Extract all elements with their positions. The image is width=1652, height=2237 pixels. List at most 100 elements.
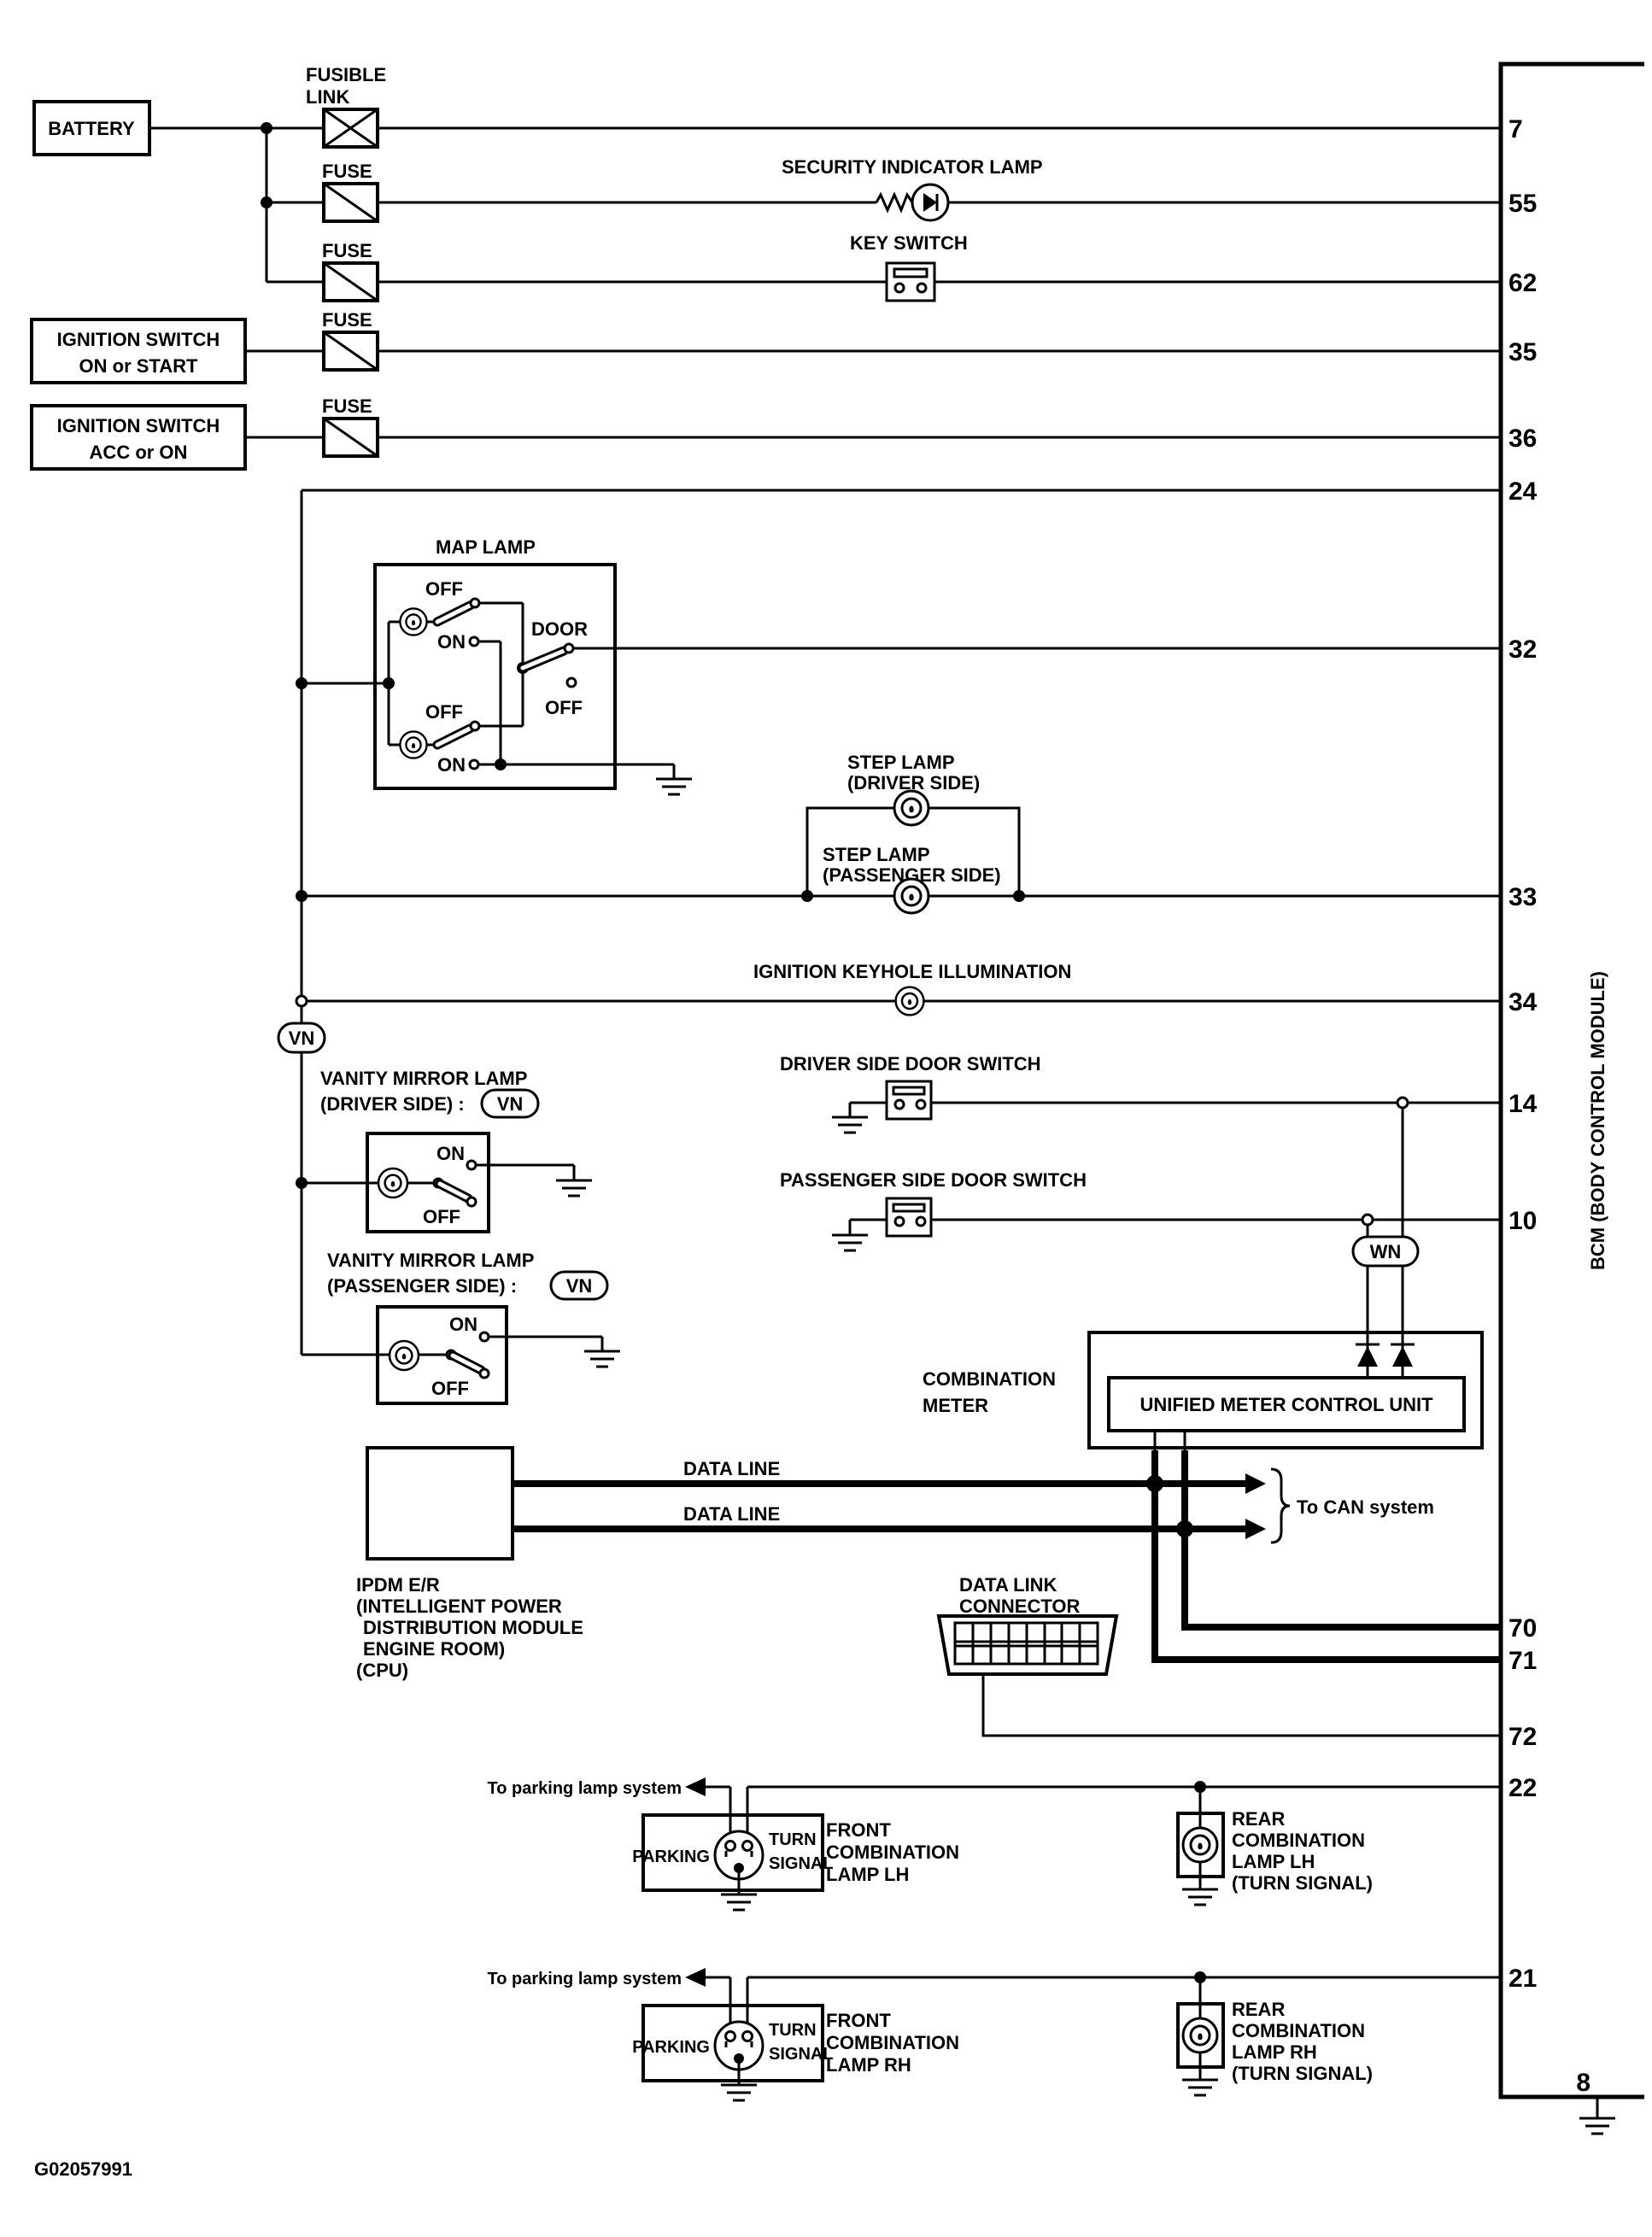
turn-signal-label-1: TURN [769,2021,817,2040]
ignition-acc-on-label-1: IGNITION SWITCH [57,415,220,436]
bulb-icon [894,986,925,1016]
dlc-label-2: CONNECTOR [959,1596,1080,1617]
ipdm-er: IPDM E/R (INTELLIGENT POWER DISTRIBUTION… [356,1446,583,1681]
bcm-pin-72: 72 [1508,1723,1537,1751]
diode-icon [1391,1343,1415,1378]
bcm-outline [1498,61,1644,2099]
map-door-label: DOOR [531,618,588,640]
power-feeds: BATTERY FUSIBLE LINK FUSE FUSE FUSE FUSE… [30,64,1501,471]
map-sw1-off-label: OFF [425,578,463,600]
brace-icon [1270,1467,1291,1544]
battery-label: BATTERY [48,118,135,139]
vanity-passenger-label-2: (PASSENGER SIDE) : [327,1275,517,1297]
ground-icon [1180,2078,1220,2097]
bcm-pin-10: 10 [1508,1207,1537,1235]
map-sw1-on-label: ON [437,631,466,653]
rear-rh-label-3: LAMP RH [1232,2041,1317,2063]
bcm-pin-34: 34 [1508,988,1538,1016]
diode-icon [1356,1343,1380,1378]
arrow-left-icon [685,1777,706,1796]
ignition-on-start-label-1: IGNITION SWITCH [57,329,220,350]
ground-icon [719,2083,759,2102]
rear-lh-label-2: COMBINATION [1232,1830,1365,1851]
fuse-icon [322,331,379,372]
bcm-pin-32: 32 [1508,635,1537,664]
key-switch-label: KEY SWITCH [850,232,968,254]
bcm-pin-22: 22 [1508,1774,1537,1802]
bcm-pin-36: 36 [1508,425,1537,453]
security-indicator-label: SECURITY INDICATOR LAMP [782,156,1043,178]
rear-rh-label-2: COMBINATION [1232,2020,1365,2041]
ignition-acc-on-label-2: ACC or ON [90,442,188,463]
rear-rh-label-4: (TURN SIGNAL) [1232,2063,1373,2084]
fuse-label: FUSE [322,309,372,331]
driver-door-switch: DRIVER SIDE DOOR SWITCH [780,1053,1501,1134]
data-line-label: DATA LINE [683,1458,780,1479]
ipdm-label-2: (INTELLIGENT POWER [356,1596,562,1617]
front-lh-label-2: COMBINATION [826,1842,959,1863]
rear-combination-lamp-lh: REAR COMBINATION LAMP LH (TURN SIGNAL) [1176,1781,1373,1906]
combination-meter-label-2: METER [923,1395,988,1416]
vanity-driver-label-2: (DRIVER SIDE) : [320,1093,465,1115]
vn-connector-tag: VN [277,1022,326,1054]
front-lh-label-3: LAMP LH [826,1864,909,1885]
arrow-right-icon [1245,1519,1266,1539]
front-combination-lamp-lh: To parking lamp system PARKING TURN SIGN… [488,1777,1501,1912]
bulb-icon [377,1167,409,1199]
door-switch-icon [885,1197,933,1238]
map-lamp: MAP LAMP OFF ON OFF ON [296,536,1501,796]
bulb-icon [893,877,930,915]
fuse-icon [322,182,379,223]
front-rh-label-3: LAMP RH [826,2054,911,2076]
ipdm-label-3: DISTRIBUTION MODULE [363,1617,583,1638]
rear-lh-label-4: (TURN SIGNAL) [1232,1872,1373,1894]
fusible-link-label-2: LINK [306,86,349,108]
ground-icon [554,1179,594,1198]
can-line-to-pin70 [1181,1450,1501,1631]
front-rh-label-1: FRONT [826,2010,891,2031]
step-driver-label-1: STEP LAMP [847,752,955,773]
map-door-off-label: OFF [545,697,583,718]
ignition-acc-on-box [30,404,247,471]
arrow-left-icon [685,1968,706,1987]
vanity-on-label: ON [449,1314,477,1335]
to-parking-label: To parking lamp system [488,1970,682,1988]
parking-label: PARKING [632,2038,710,2057]
rear-rh-label-1: REAR [1232,1999,1285,2020]
map-lamp-label: MAP LAMP [436,536,536,558]
vanity-driver-box [366,1132,490,1233]
ground-icon [830,1116,870,1134]
ground-icon [830,1233,870,1252]
bulb-icon [1181,1826,1219,1864]
wn-connector-tag: WN [1351,1235,1420,1268]
turn-signal-label-2: SIGNAL [769,2045,834,2064]
bulb-icon [399,730,428,759]
dual-filament-bulb-icon [713,2020,764,2071]
vanity-passenger-box [376,1305,508,1405]
front-rh-label-2: COMBINATION [826,2032,959,2053]
map-lamp-box [373,563,617,790]
combination-meter-label-1: COMBINATION [923,1368,1056,1390]
bcm-pin-24: 24 [1508,477,1538,506]
bcm-module: BCM (BODY CONTROL MODULE) 7 55 62 35 36 … [1498,61,1644,2135]
front-lamp-box [641,2004,824,2082]
vanity-off-label: OFF [423,1206,460,1227]
bcm-pin-8: 8 [1576,2069,1590,2097]
ipdm-label-4: ENGINE ROOM) [363,1638,505,1660]
bcm-pin-55: 55 [1508,190,1537,218]
vn-tag-label: VN [566,1275,593,1297]
fuse-icon [322,261,379,302]
data-link-connector: DATA LINK CONNECTOR [936,1574,1501,1737]
ground-icon [1578,2117,1617,2135]
bcm-pin-71: 71 [1508,1647,1537,1675]
vn-tag-label: VN [289,1028,315,1049]
parking-label: PARKING [632,1848,710,1866]
front-lh-label-1: FRONT [826,1819,891,1841]
passenger-door-switch: PASSENGER SIDE DOOR SWITCH [780,1169,1501,1252]
ipdm-label-1: IPDM E/R [356,1574,440,1596]
to-parking-label: To parking lamp system [488,1779,682,1798]
battery-box [32,100,151,156]
ignition-on-start-box [30,318,247,384]
